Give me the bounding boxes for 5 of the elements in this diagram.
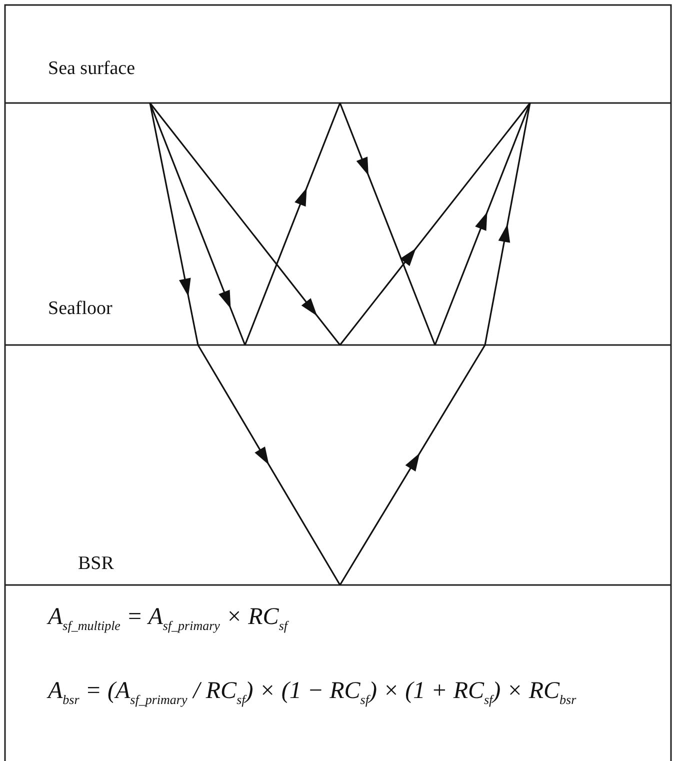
layer-label: BSR bbox=[78, 553, 114, 575]
formula: A$_{sf_multiple}$ = A$_{sf_primary}$ × RC$_{sf}$ bbox=[48, 604, 288, 634]
layer-label: Seafloor bbox=[48, 298, 112, 320]
layer-label: Sea surface bbox=[48, 58, 136, 80]
formula: A$_{bsr}$ = (A$_{sf_primary}$ / RC$_{sf}$) × (1 − RC$_{sf}$) × (1 + RC$_{sf}$) × RC$_{bsr}$ bbox=[48, 678, 576, 708]
